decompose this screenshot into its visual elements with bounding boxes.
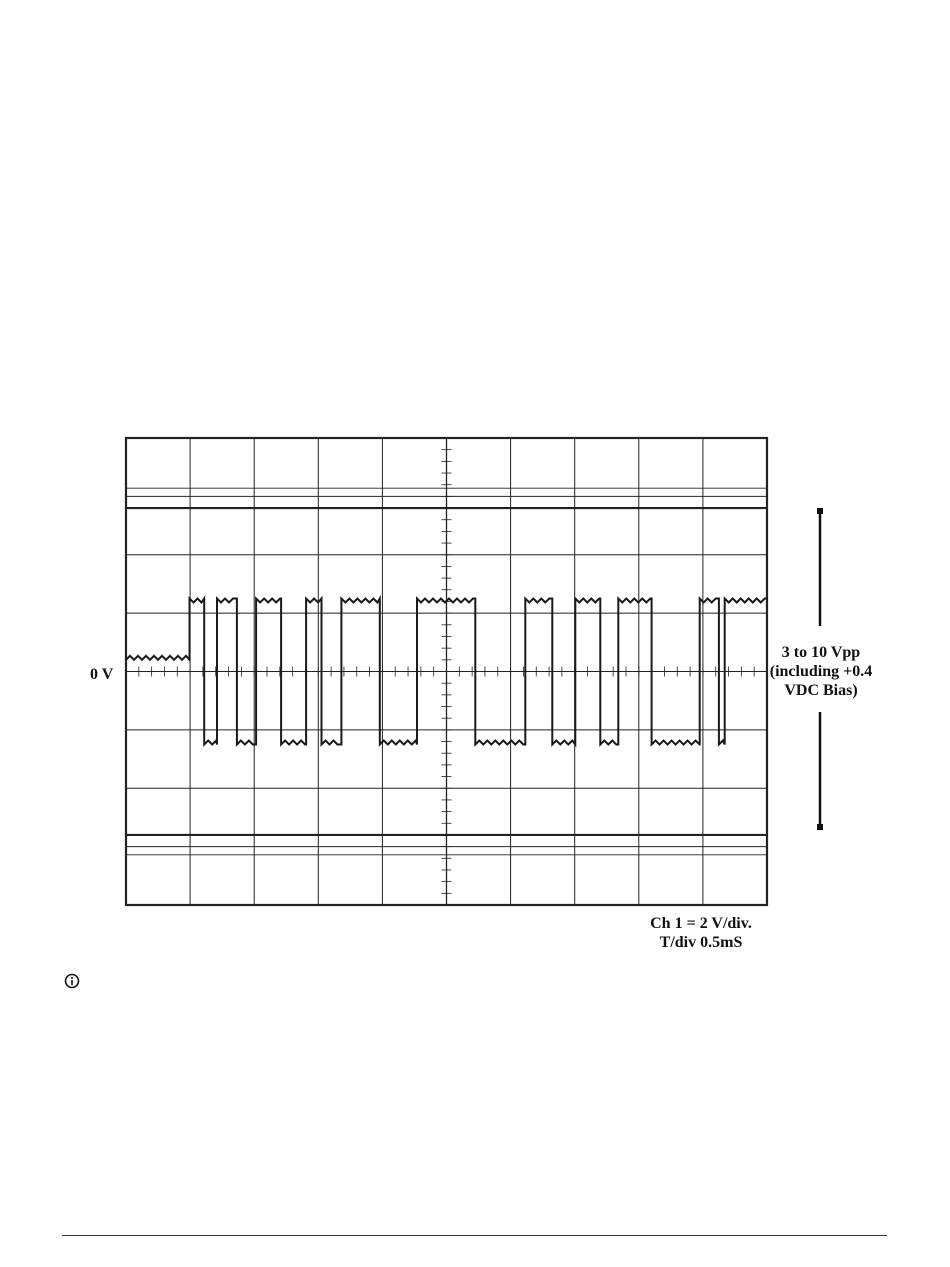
footer-divider: [62, 1235, 887, 1236]
amplitude-label: 3 to 10 Vpp (including +0.4 VDC Bias): [764, 643, 878, 700]
scale-label: Ch 1 = 2 V/div. T/div 0.5mS: [628, 914, 774, 952]
amplitude-label-line-2: (including +0.4: [764, 662, 878, 681]
info-icon: [64, 973, 80, 989]
amplitude-label-line-3: VDC Bias): [764, 681, 878, 700]
amplitude-label-line-1: 3 to 10 Vpp: [764, 643, 878, 662]
amplitude-span-bottom-cap: [817, 824, 823, 830]
amplitude-span-top-cap: [817, 508, 823, 514]
time-scale-text: T/div 0.5mS: [628, 933, 774, 952]
scope-grid: [126, 438, 767, 905]
zero-volt-label: 0 V: [90, 665, 113, 684]
channel-scale-text: Ch 1 = 2 V/div.: [628, 914, 774, 933]
